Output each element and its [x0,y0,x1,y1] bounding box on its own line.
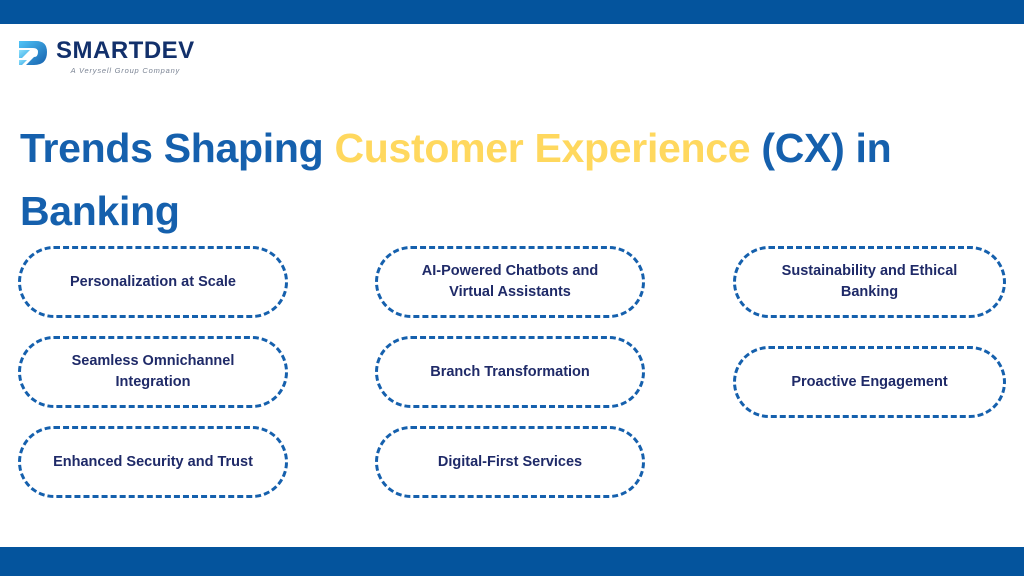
trend-pill-label: Branch Transformation [430,363,590,380]
trend-pill-label: Seamless Omnichannel Integration [71,353,235,390]
page-title-part-3: (CX) in Banking [20,125,892,234]
brand-name: SMARTDEV [56,37,195,64]
page-title-part-2: Customer Experience [334,125,751,172]
top-brand-bar [0,0,1024,24]
trend-pill-digital-first-services[interactable]: Digital-First Services [375,426,645,498]
brand-logo: SMARTDEV A Verysell Group Company [16,37,195,75]
trend-pill-sustainability-and-ethical-banking[interactable]: Sustainability and Ethical Banking [733,246,1006,318]
page-title-part-1: Trends Shaping [20,125,335,172]
trend-pill-proactive-engagement[interactable]: Proactive Engagement [733,346,1006,418]
brand-logo-text: SMARTDEV A Verysell Group Company [56,37,195,76]
trend-pill-enhanced-security-and-trust[interactable]: Enhanced Security and Trust [18,426,288,498]
smartdev-d-mark-icon [16,37,50,69]
trend-pill-label: Proactive Engagement [791,373,948,390]
bottom-brand-bar [0,547,1024,576]
brand-tagline: A Verysell Group Company [70,66,181,75]
trend-pill-seamless-omnichannel-integration[interactable]: Seamless Omnichannel Integration [18,336,288,408]
trend-pill-ai-powered-chatbots-and-virtual-assistants[interactable]: AI-Powered Chatbots and Virtual Assistan… [375,246,645,318]
trend-pill-label: AI-Powered Chatbots and Virtual Assistan… [421,263,599,300]
trend-pill-branch-transformation[interactable]: Branch Transformation [375,336,645,408]
trend-pill-label: Enhanced Security and Trust [53,453,253,470]
page-title: Trends Shaping Customer Experience (CX) … [20,117,950,242]
trend-pill-label: Digital-First Services [437,453,583,470]
trend-pill-label: Sustainability and Ethical Banking [781,263,958,300]
trend-pill-label: Personalization at Scale [69,273,236,290]
trend-pill-personalization-at-scale[interactable]: Personalization at Scale [18,246,288,318]
